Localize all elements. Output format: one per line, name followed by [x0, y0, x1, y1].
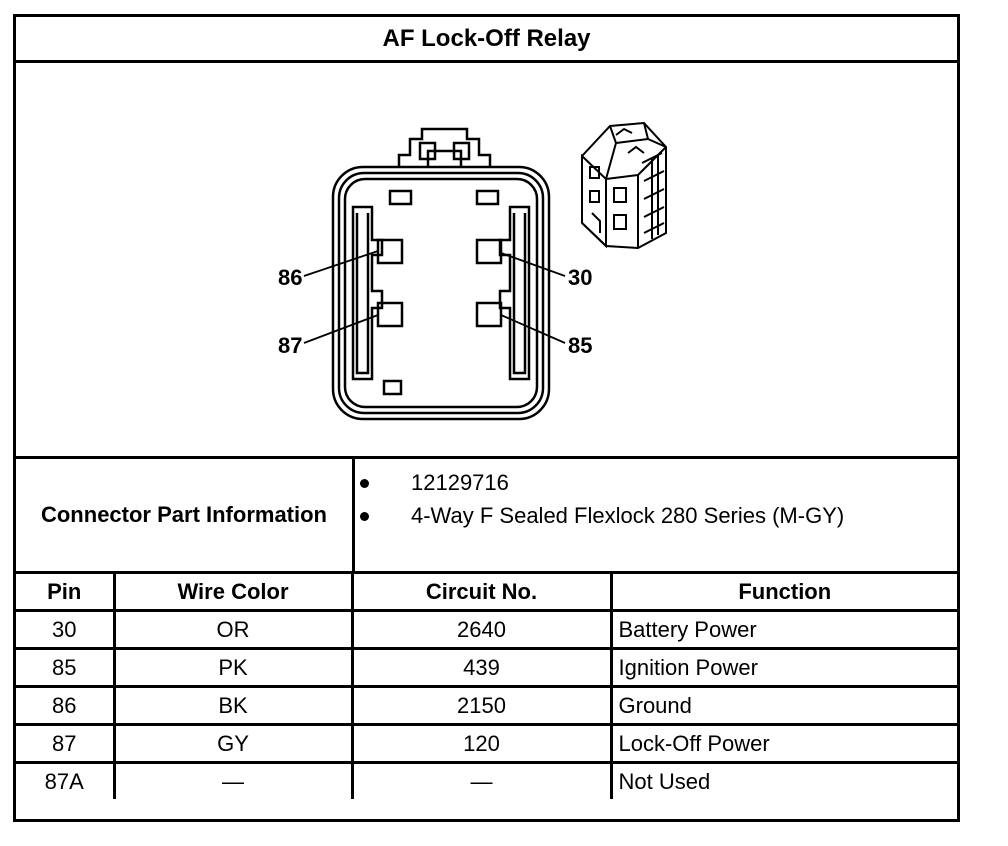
- pin-label-87: 87: [278, 333, 302, 358]
- cell-wire-color: —: [112, 761, 354, 799]
- header-wire-color: Wire Color: [112, 574, 354, 612]
- cavity-85: [475, 301, 503, 328]
- connector-part-info-label: Connector Part Information: [16, 459, 355, 571]
- cell-wire-color: OR: [112, 609, 354, 650]
- connector-description-item: 4-Way F Sealed Flexlock 280 Series (M-GY…: [360, 503, 845, 529]
- connector-outer-shell: [331, 165, 551, 421]
- cavity-30: [475, 238, 503, 265]
- header-circuit-no: Circuit No.: [350, 574, 613, 612]
- connector-end-view-sheet: AF Lock-Off Relay: [13, 14, 960, 822]
- cell-function: Lock-Off Power: [609, 723, 957, 764]
- cell-function: Ignition Power: [609, 647, 957, 688]
- cell-pin: 85: [16, 647, 116, 688]
- bullet-icon: [360, 512, 369, 521]
- cell-circuit-no: 2640: [350, 609, 613, 650]
- connector-isometric-view: [581, 121, 667, 250]
- key-top-left: [388, 189, 413, 206]
- pin-label-30: 30: [568, 265, 592, 290]
- connector-part-info-list: 12129716 4-Way F Sealed Flexlock 280 Ser…: [355, 459, 957, 571]
- pin-table: Pin Wire Color Circuit No. Function 30 O…: [16, 574, 957, 799]
- table-row: 87A — — Not Used: [16, 761, 957, 799]
- header-function: Function: [609, 574, 957, 612]
- cell-function: Battery Power: [609, 609, 957, 650]
- latch-outline: [397, 127, 492, 167]
- cell-function: Ground: [609, 685, 957, 726]
- connector-diagram: 86 30 87 85: [16, 63, 957, 459]
- cell-pin: 86: [16, 685, 116, 726]
- pin-table-header: Pin Wire Color Circuit No. Function: [16, 574, 957, 612]
- pin-label-86: 86: [278, 265, 302, 290]
- cell-circuit-no: 2150: [350, 685, 613, 726]
- part-number: 12129716: [411, 470, 509, 495]
- leader-30: [500, 252, 566, 277]
- part-number-item: 12129716: [360, 470, 509, 496]
- cell-wire-color: GY: [112, 723, 354, 764]
- cell-circuit-no: —: [350, 761, 613, 799]
- right-channel: [498, 205, 531, 381]
- left-channel: [351, 205, 384, 381]
- key-bottom: [382, 379, 403, 396]
- pin-label-85: 85: [568, 333, 592, 358]
- cell-circuit-no: 120: [350, 723, 613, 764]
- table-row: 30 OR 2640 Battery Power: [16, 609, 957, 650]
- cell-pin: 87A: [16, 761, 116, 799]
- cell-pin: 30: [16, 609, 116, 650]
- leader-87: [303, 314, 379, 344]
- table-row: 87 GY 120 Lock-Off Power: [16, 723, 957, 764]
- leader-85: [500, 314, 566, 344]
- page-title: AF Lock-Off Relay: [16, 17, 957, 63]
- cell-function: Not Used: [609, 761, 957, 799]
- table-row: 86 BK 2150 Ground: [16, 685, 957, 726]
- connector-description: 4-Way F Sealed Flexlock 280 Series (M-GY…: [411, 503, 845, 528]
- connector-part-info: Connector Part Information 12129716 4-Wa…: [16, 459, 957, 574]
- cell-pin: 87: [16, 723, 116, 764]
- cell-wire-color: BK: [112, 685, 354, 726]
- key-top-right: [475, 189, 500, 206]
- connector-drawing: 86 30 87 85: [278, 121, 667, 421]
- header-pin: Pin: [16, 574, 116, 612]
- cell-wire-color: PK: [112, 647, 354, 688]
- table-row: 85 PK 439 Ignition Power: [16, 647, 957, 688]
- bullet-icon: [360, 479, 369, 488]
- cell-circuit-no: 439: [350, 647, 613, 688]
- leader-86: [303, 250, 379, 277]
- cavity-87: [376, 301, 404, 328]
